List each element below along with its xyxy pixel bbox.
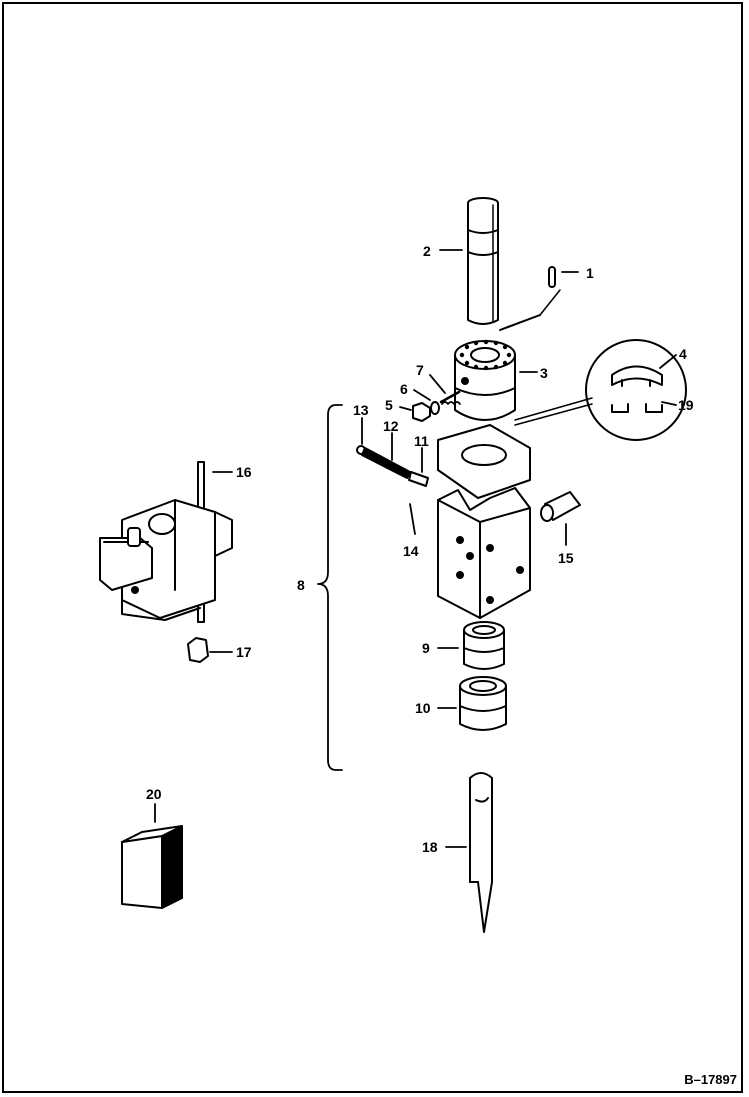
- seal-detail-circle: [514, 339, 687, 441]
- callout-17: 17: [236, 644, 252, 660]
- callout-16: 16: [236, 464, 252, 480]
- cylinder-part: [454, 289, 561, 421]
- callout-11: 11: [414, 433, 429, 449]
- control-valve-part: [99, 461, 233, 623]
- callout-7: 7: [416, 362, 424, 378]
- rear-bushing-part: [459, 676, 507, 731]
- callout-1: 1: [586, 265, 594, 281]
- bolt-part: [356, 445, 411, 479]
- callout-9: 9: [422, 640, 430, 656]
- housing-part: [437, 424, 531, 619]
- callout-2: 2: [423, 243, 431, 259]
- callout-6: 6: [400, 381, 408, 397]
- callout-4: 4: [679, 346, 687, 362]
- callout-5: 5: [385, 397, 393, 413]
- front-bushing-part: [463, 621, 505, 670]
- callout-12: 12: [383, 418, 399, 434]
- pin-part: [548, 266, 556, 288]
- callout-14: 14: [403, 543, 419, 559]
- dowel-part: [408, 471, 429, 487]
- assembly-bracket: [317, 404, 343, 771]
- callout-19: 19: [678, 397, 694, 413]
- callout-3: 3: [540, 365, 548, 381]
- nut-part: [187, 637, 209, 663]
- piston-part: [467, 197, 499, 325]
- callout-18: 18: [422, 839, 438, 855]
- plug-seal-spring-parts: [412, 390, 461, 422]
- sleeve-part: [540, 491, 581, 522]
- callout-8: 8: [297, 577, 305, 593]
- figure-code: B–17897: [684, 1072, 737, 1087]
- leader-lines: [154, 249, 677, 848]
- decal-kit-part: [121, 825, 183, 909]
- callout-13: 13: [353, 402, 369, 418]
- callout-15: 15: [558, 550, 574, 566]
- chisel-tool-part: [469, 772, 493, 933]
- callout-20: 20: [146, 786, 162, 802]
- callout-10: 10: [415, 700, 431, 716]
